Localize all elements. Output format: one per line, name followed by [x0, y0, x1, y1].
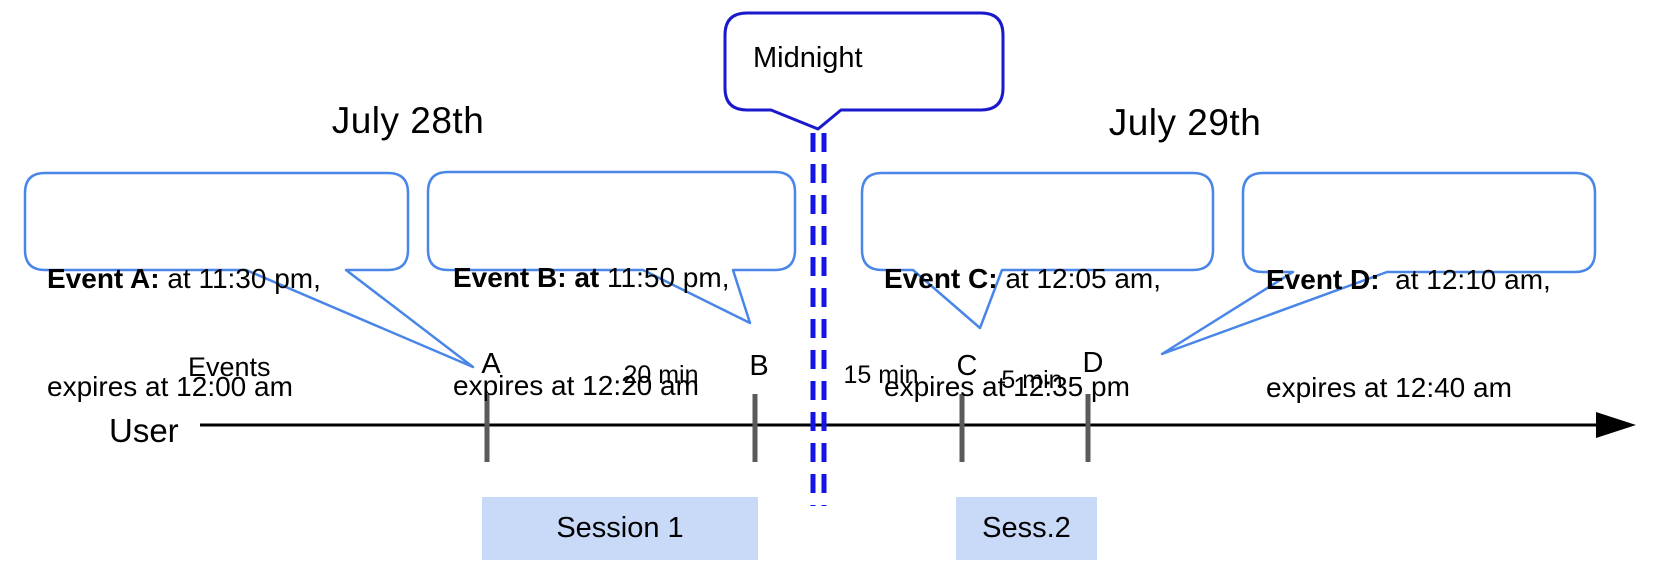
callout-b-line1: Event B: at 11:50 pm,: [453, 262, 730, 293]
callout-d-line2: expires at 12:40 am: [1266, 372, 1512, 403]
callout-c-bubble: [860, 171, 1215, 330]
interval-b-c: 15 min: [843, 361, 919, 389]
callout-b-line2: expires at 12:20 am: [453, 370, 699, 401]
callout-d-line1: Event D: at 12:10 am,: [1266, 264, 1551, 295]
tick-label-d: D: [1082, 347, 1104, 379]
tick-label-a: A: [481, 348, 501, 380]
callout-a-line1: Event A: at 11:30 pm,: [47, 263, 321, 294]
callout-a-line2: expires at 12:00 am: [47, 371, 293, 402]
midnight-bubble: [723, 11, 1005, 131]
interval-c-d: 5 min: [1001, 366, 1063, 394]
callout-a-bubble: [23, 171, 475, 369]
callout-a-text: Event A: at 11:30 pm, expires at 12:00 a…: [47, 189, 321, 477]
date-heading-july-28: July 28th: [331, 100, 485, 141]
callout-c-text: Event C: at 12:05 am, expires at 12:35 p…: [884, 189, 1161, 477]
events-row-label: Events: [188, 352, 271, 382]
callout-d-text: Event D: at 12:10 am, expires at 12:40 a…: [1266, 190, 1551, 478]
callout-c-line1: Event C: at 12:05 am,: [884, 263, 1162, 294]
timeline-arrowhead-icon: [1596, 412, 1636, 438]
session-2-box: [956, 497, 1097, 560]
interval-a-b: 20 min: [623, 361, 699, 389]
tick-label-c: C: [956, 350, 978, 382]
user-row-label: User: [109, 412, 179, 449]
session-1-box: [482, 497, 758, 560]
tick-label-b: B: [749, 350, 769, 382]
session-1-label: Session 1: [556, 512, 684, 544]
date-heading-july-29: July 29th: [1108, 102, 1262, 143]
midnight-label: Midnight: [753, 42, 863, 74]
session-2-label: Sess.2: [982, 512, 1071, 544]
callout-c-line2: expires at 12:35 pm: [884, 371, 1130, 402]
callout-b-text: Event B: at 11:50 pm, expires at 12:20 a…: [453, 188, 729, 476]
callout-b-bubble: [426, 170, 797, 325]
callout-d-bubble: [1160, 171, 1597, 356]
